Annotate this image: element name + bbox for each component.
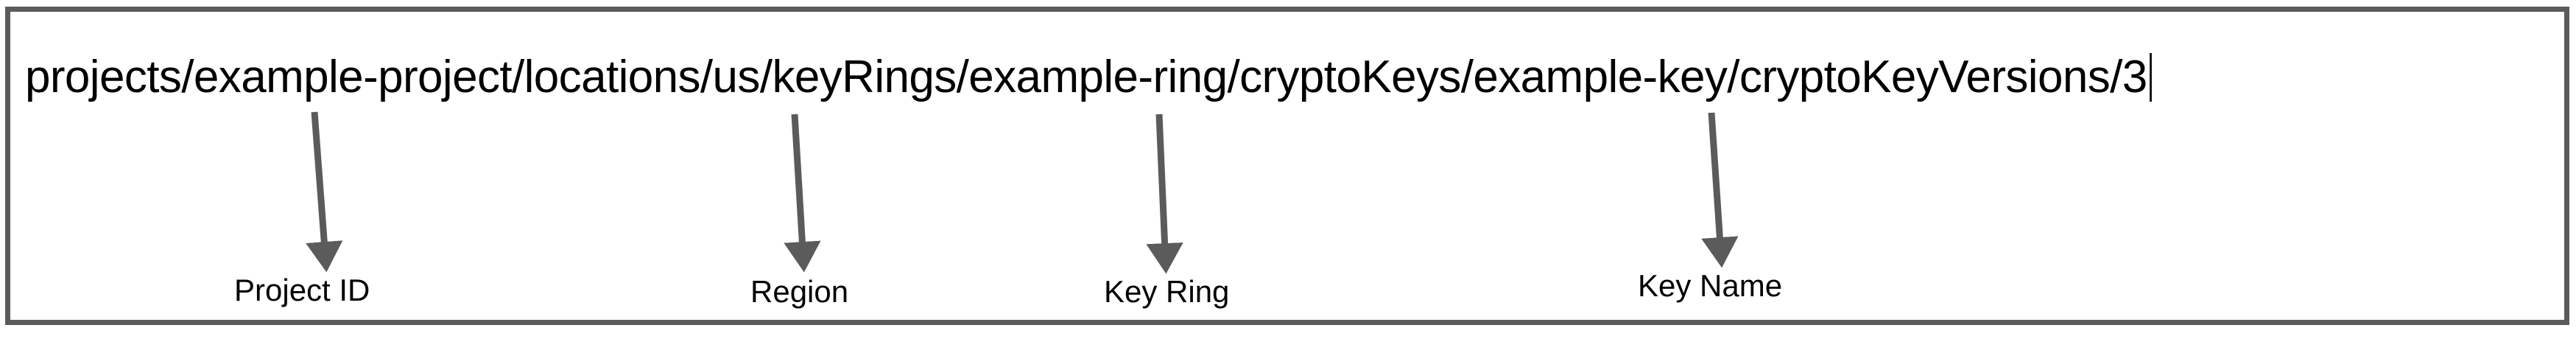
- annotation-label-key-name: Key Name: [1638, 268, 1783, 303]
- resource-path-panel: projects/example-project/locations/us/ke…: [5, 7, 2569, 325]
- annotation-label-key-ring: Key Ring: [1104, 274, 1230, 309]
- annotation-label-project-id: Project ID: [234, 273, 370, 307]
- resource-path-field[interactable]: projects/example-project/locations/us/ke…: [25, 50, 2152, 105]
- resource-path-text: projects/example-project/locations/us/ke…: [25, 52, 2147, 102]
- annotation-label-region: Region: [750, 274, 849, 309]
- text-caret: [2149, 53, 2152, 102]
